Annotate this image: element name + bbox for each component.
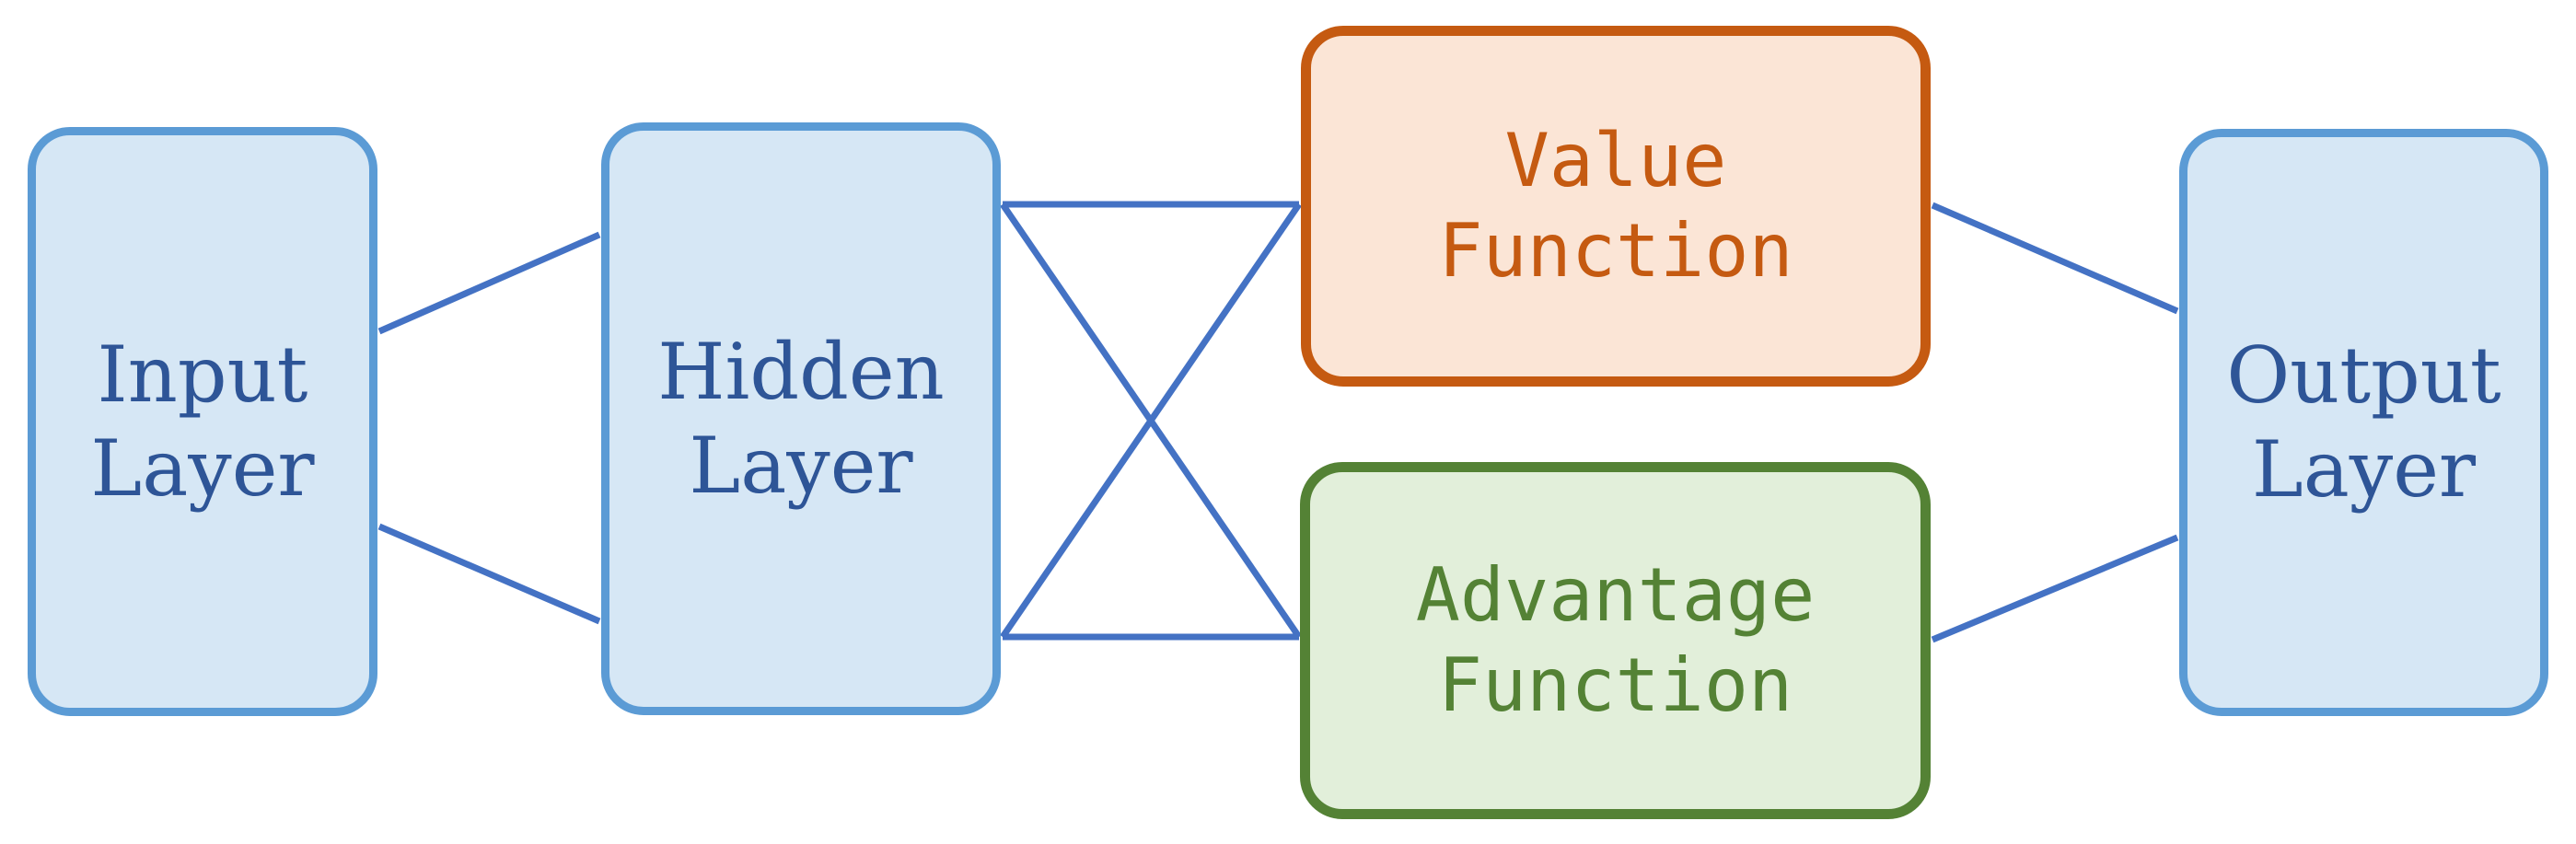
node-hidden-layer-label-line1: Hidden — [657, 326, 945, 417]
node-input-layer-label-line2: Layer — [90, 423, 315, 514]
node-value-function-label-line1: Value — [1504, 118, 1727, 204]
node-value-function-label-line2: Function — [1438, 208, 1793, 294]
node-input-layer-label-line1: Input — [97, 329, 308, 420]
node-hidden-layer-label-line2: Layer — [689, 421, 913, 511]
edge-input-layer-to-hidden-layer — [377, 231, 601, 335]
node-output-layer[interactable]: Output Layer — [2179, 129, 2548, 716]
node-value-function[interactable]: Value Function — [1301, 26, 1931, 387]
edge-advantage-function-to-output-layer — [1931, 534, 2179, 643]
node-advantage-function[interactable]: Advantage Function — [1300, 462, 1931, 819]
node-advantage-function-label-line1: Advantage — [1415, 552, 1816, 639]
edge-value-function-to-output-layer — [1931, 202, 2179, 315]
node-output-layer-label-line1: Output — [2226, 330, 2501, 421]
edge-hidden-layer-to-value-function — [1000, 202, 1302, 639]
node-hidden-layer[interactable]: Hidden Layer — [601, 122, 1001, 715]
edge-hidden-layer-to-advantage-function — [1000, 202, 1302, 639]
node-advantage-function-label-line2: Function — [1437, 642, 1793, 728]
node-input-layer[interactable]: Input Layer — [28, 127, 377, 716]
edge-input-layer-to-hidden-layer — [377, 523, 601, 625]
node-output-layer-label-line2: Layer — [2251, 424, 2477, 514]
